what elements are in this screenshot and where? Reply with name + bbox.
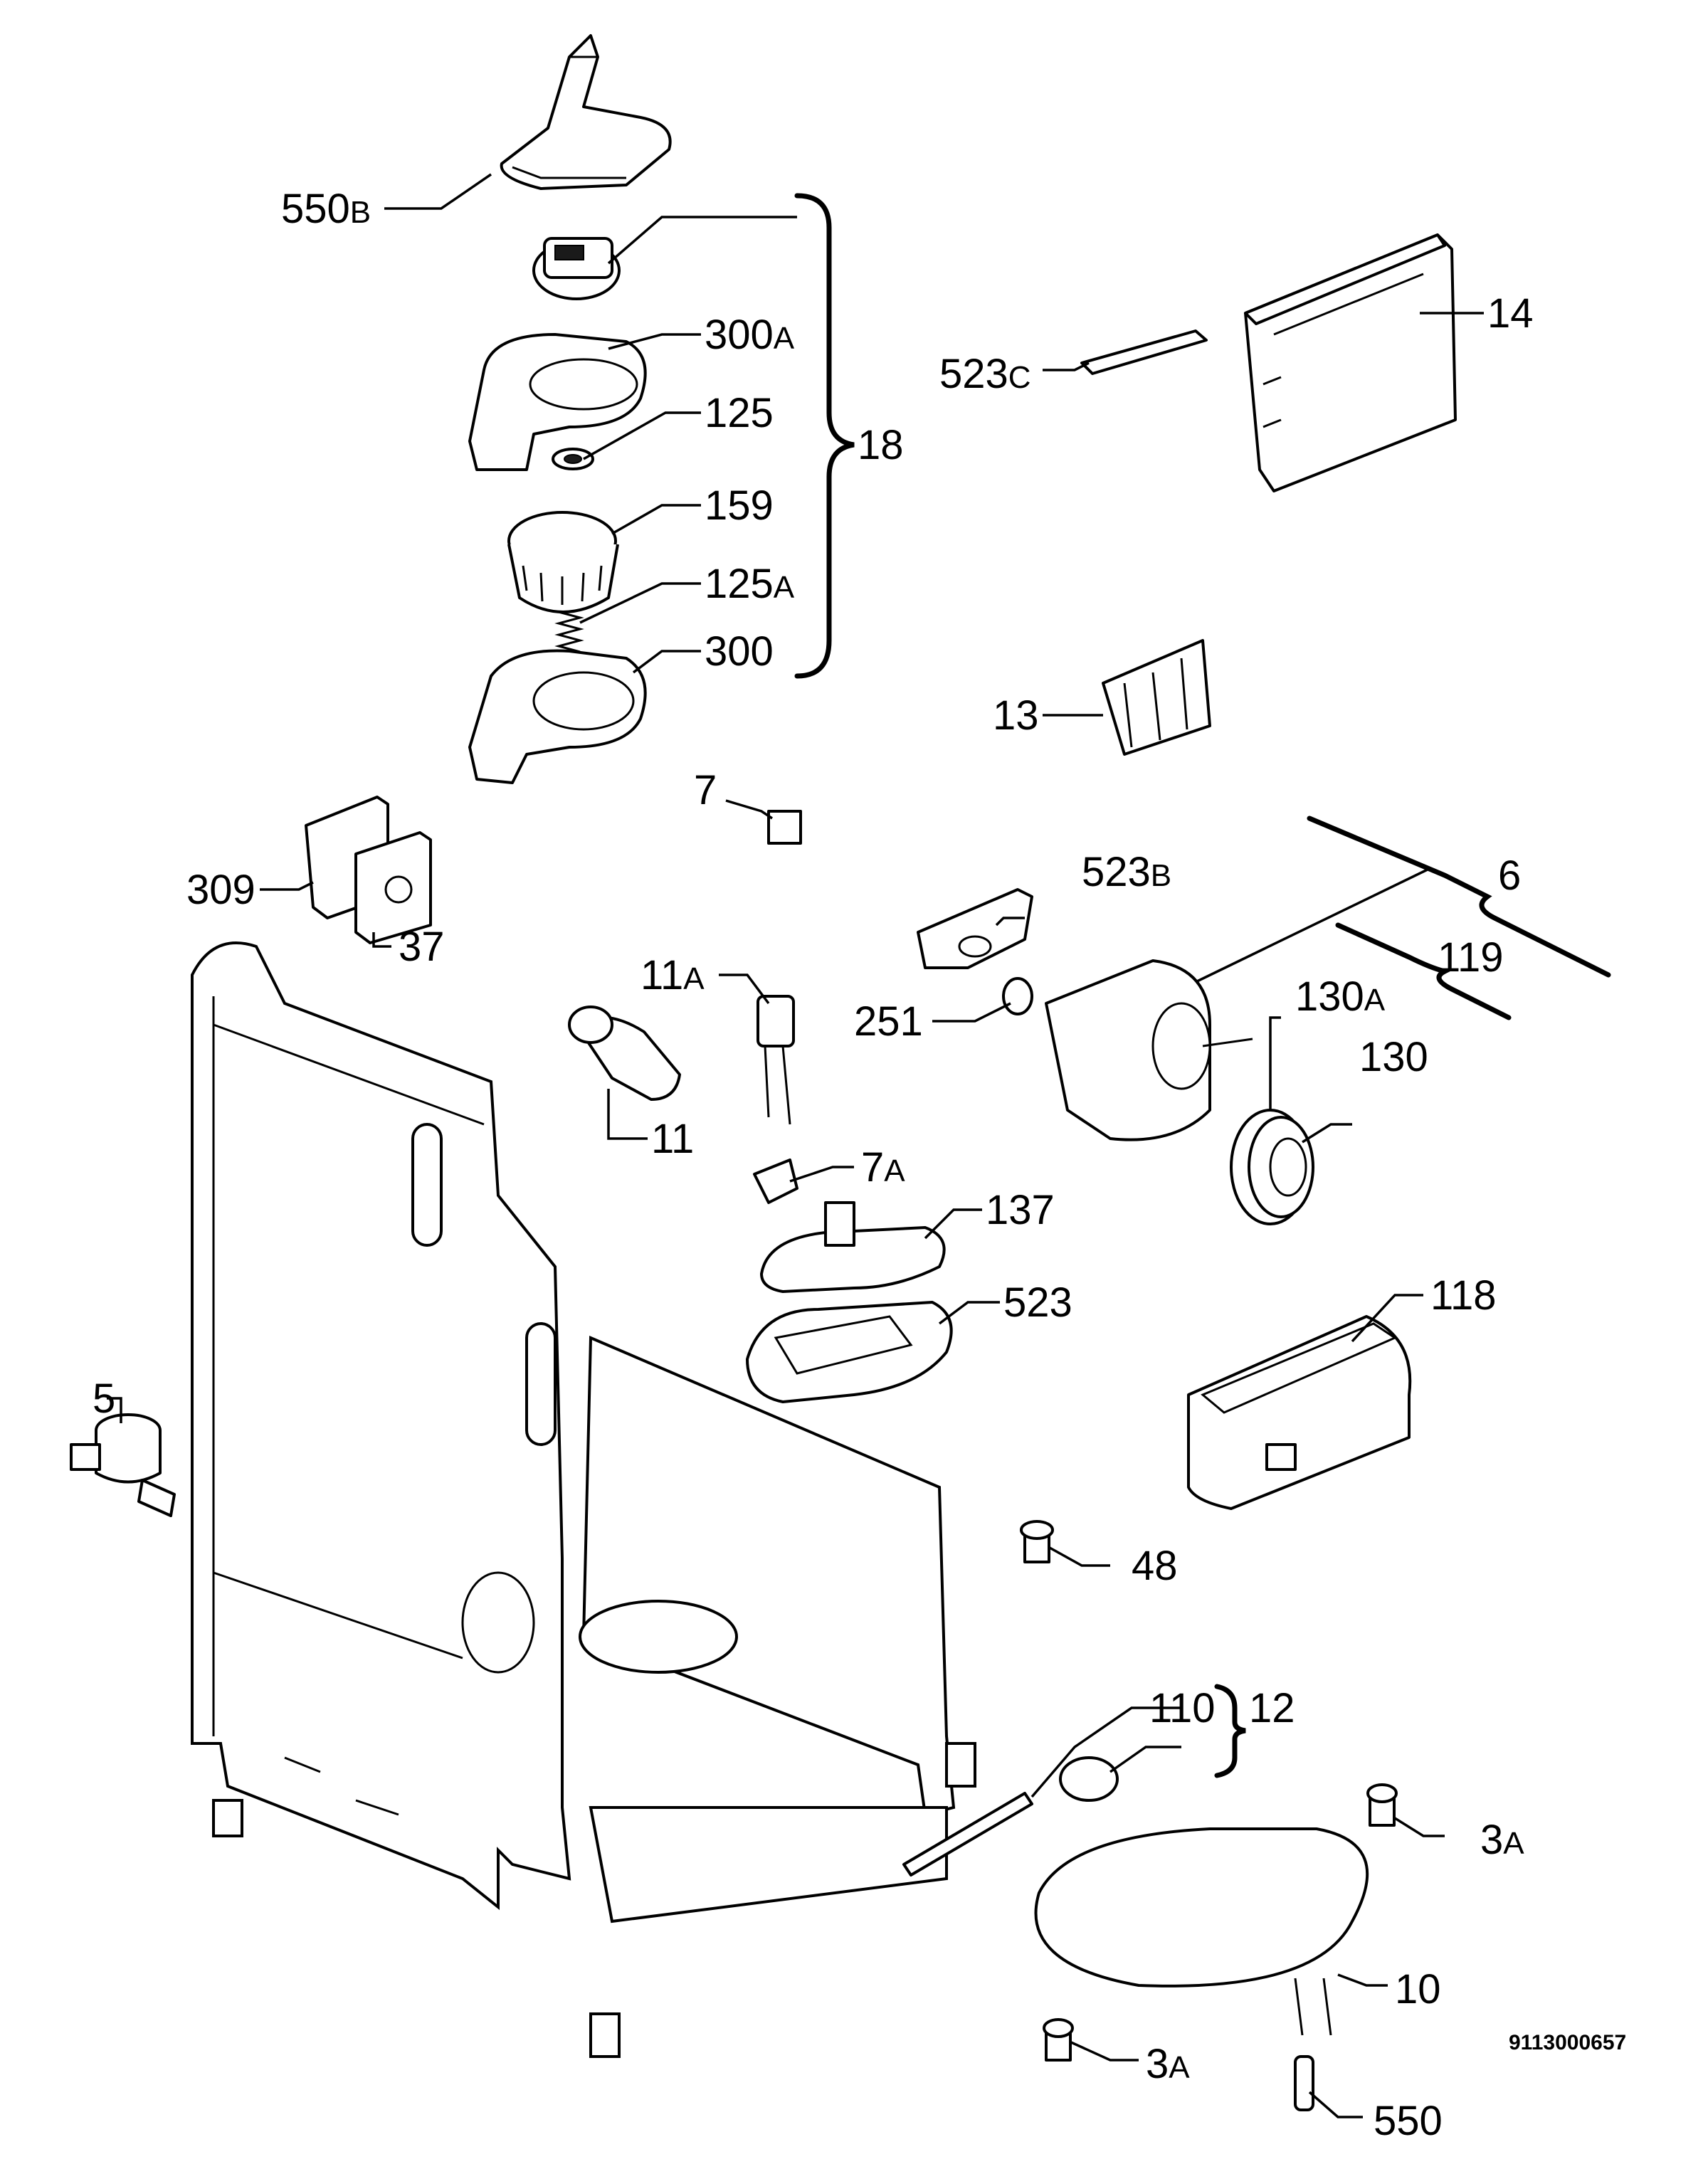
leader-lines — [107, 173, 1484, 2118]
part-137-float — [760, 1201, 946, 1293]
part-11-capacitor — [568, 1006, 681, 1101]
callout-125a: 125A — [705, 561, 795, 607]
callout-11a: 11A — [640, 952, 705, 998]
part-523b-bracket — [917, 888, 1033, 969]
part-18-motor-top — [532, 237, 621, 300]
part-13-terminal-block — [1102, 639, 1211, 756]
part-6-pump-motor — [1045, 959, 1253, 1141]
callout-18: 18 — [858, 422, 904, 468]
part-130-impeller — [1230, 1109, 1314, 1225]
callout-5: 5 — [93, 1376, 115, 1422]
part-37-switch — [354, 831, 432, 944]
callout-159: 159 — [705, 482, 774, 529]
callout-309: 309 — [186, 867, 255, 913]
part-523c-bracket — [1080, 329, 1208, 375]
callout-13: 13 — [993, 692, 1039, 739]
part-14-control-board — [1244, 233, 1457, 492]
part-125-seal — [552, 448, 594, 470]
callout-130: 130 — [1359, 1034, 1428, 1080]
callout-labels: 550B 300A 125 18 159 125A 300 14 523C 13… — [93, 186, 1534, 2144]
callout-523b: 523B — [1082, 849, 1171, 895]
document-number: 9113000657 — [1509, 2031, 1626, 2054]
brace-119 — [1335, 922, 1512, 1020]
callout-11: 11 — [651, 1116, 694, 1162]
part-11a-suppressor — [757, 995, 795, 1125]
part-550b-cover — [500, 34, 672, 190]
callout-119: 119 — [1438, 934, 1503, 981]
callout-3a-top: 3A — [1480, 1817, 1524, 1863]
part-48-fitting — [1020, 1520, 1054, 1563]
part-110-thermostat — [902, 1756, 1119, 1877]
group-braces — [794, 193, 1611, 1778]
callout-251: 251 — [854, 998, 923, 1045]
callout-137: 137 — [986, 1187, 1055, 1233]
part-159-impeller — [507, 511, 619, 613]
callout-300: 300 — [705, 628, 774, 675]
brace-12 — [1214, 1684, 1246, 1778]
part-300-housing — [468, 649, 647, 784]
brace-6 — [1307, 816, 1611, 978]
brace-18 — [794, 193, 855, 679]
part-125a-spring — [554, 611, 584, 653]
callout-6: 6 — [1498, 853, 1521, 899]
callout-125: 125 — [705, 390, 774, 436]
part-3a-fitting-top — [1366, 1783, 1398, 1827]
callout-7: 7 — [694, 767, 717, 813]
callout-523: 523 — [1003, 1279, 1072, 1326]
part-118-dispenser — [1187, 1315, 1412, 1510]
callout-110: 110 — [1149, 1685, 1215, 1731]
part-550-pin — [1294, 2055, 1314, 2111]
part-3a-fitting-bottom — [1043, 2018, 1074, 2062]
part-7a-sensor — [753, 1158, 798, 1204]
part-tub-frame — [191, 941, 976, 2058]
callout-7a: 7A — [861, 1144, 905, 1191]
part-251-grommet — [1002, 977, 1033, 1015]
callout-48: 48 — [1132, 1543, 1178, 1589]
part-7-relay — [767, 810, 802, 845]
callout-37: 37 — [399, 924, 445, 970]
callout-523c: 523C — [939, 351, 1031, 397]
part-300a-housing — [468, 333, 647, 471]
part-523-base — [746, 1301, 953, 1403]
callout-14: 14 — [1487, 290, 1534, 337]
callout-12: 12 — [1249, 1685, 1295, 1731]
callout-3a-bottom: 3A — [1146, 2041, 1190, 2087]
callout-550b: 550B — [281, 186, 371, 232]
callout-130a: 130A — [1295, 973, 1386, 1020]
part-10-heating-element — [1034, 1827, 1369, 2036]
callout-10: 10 — [1395, 1966, 1441, 2012]
callout-550: 550 — [1374, 2098, 1443, 2144]
part-5-inlet-valve — [70, 1413, 176, 1517]
callout-118: 118 — [1430, 1272, 1496, 1319]
callout-300a: 300A — [705, 312, 795, 358]
